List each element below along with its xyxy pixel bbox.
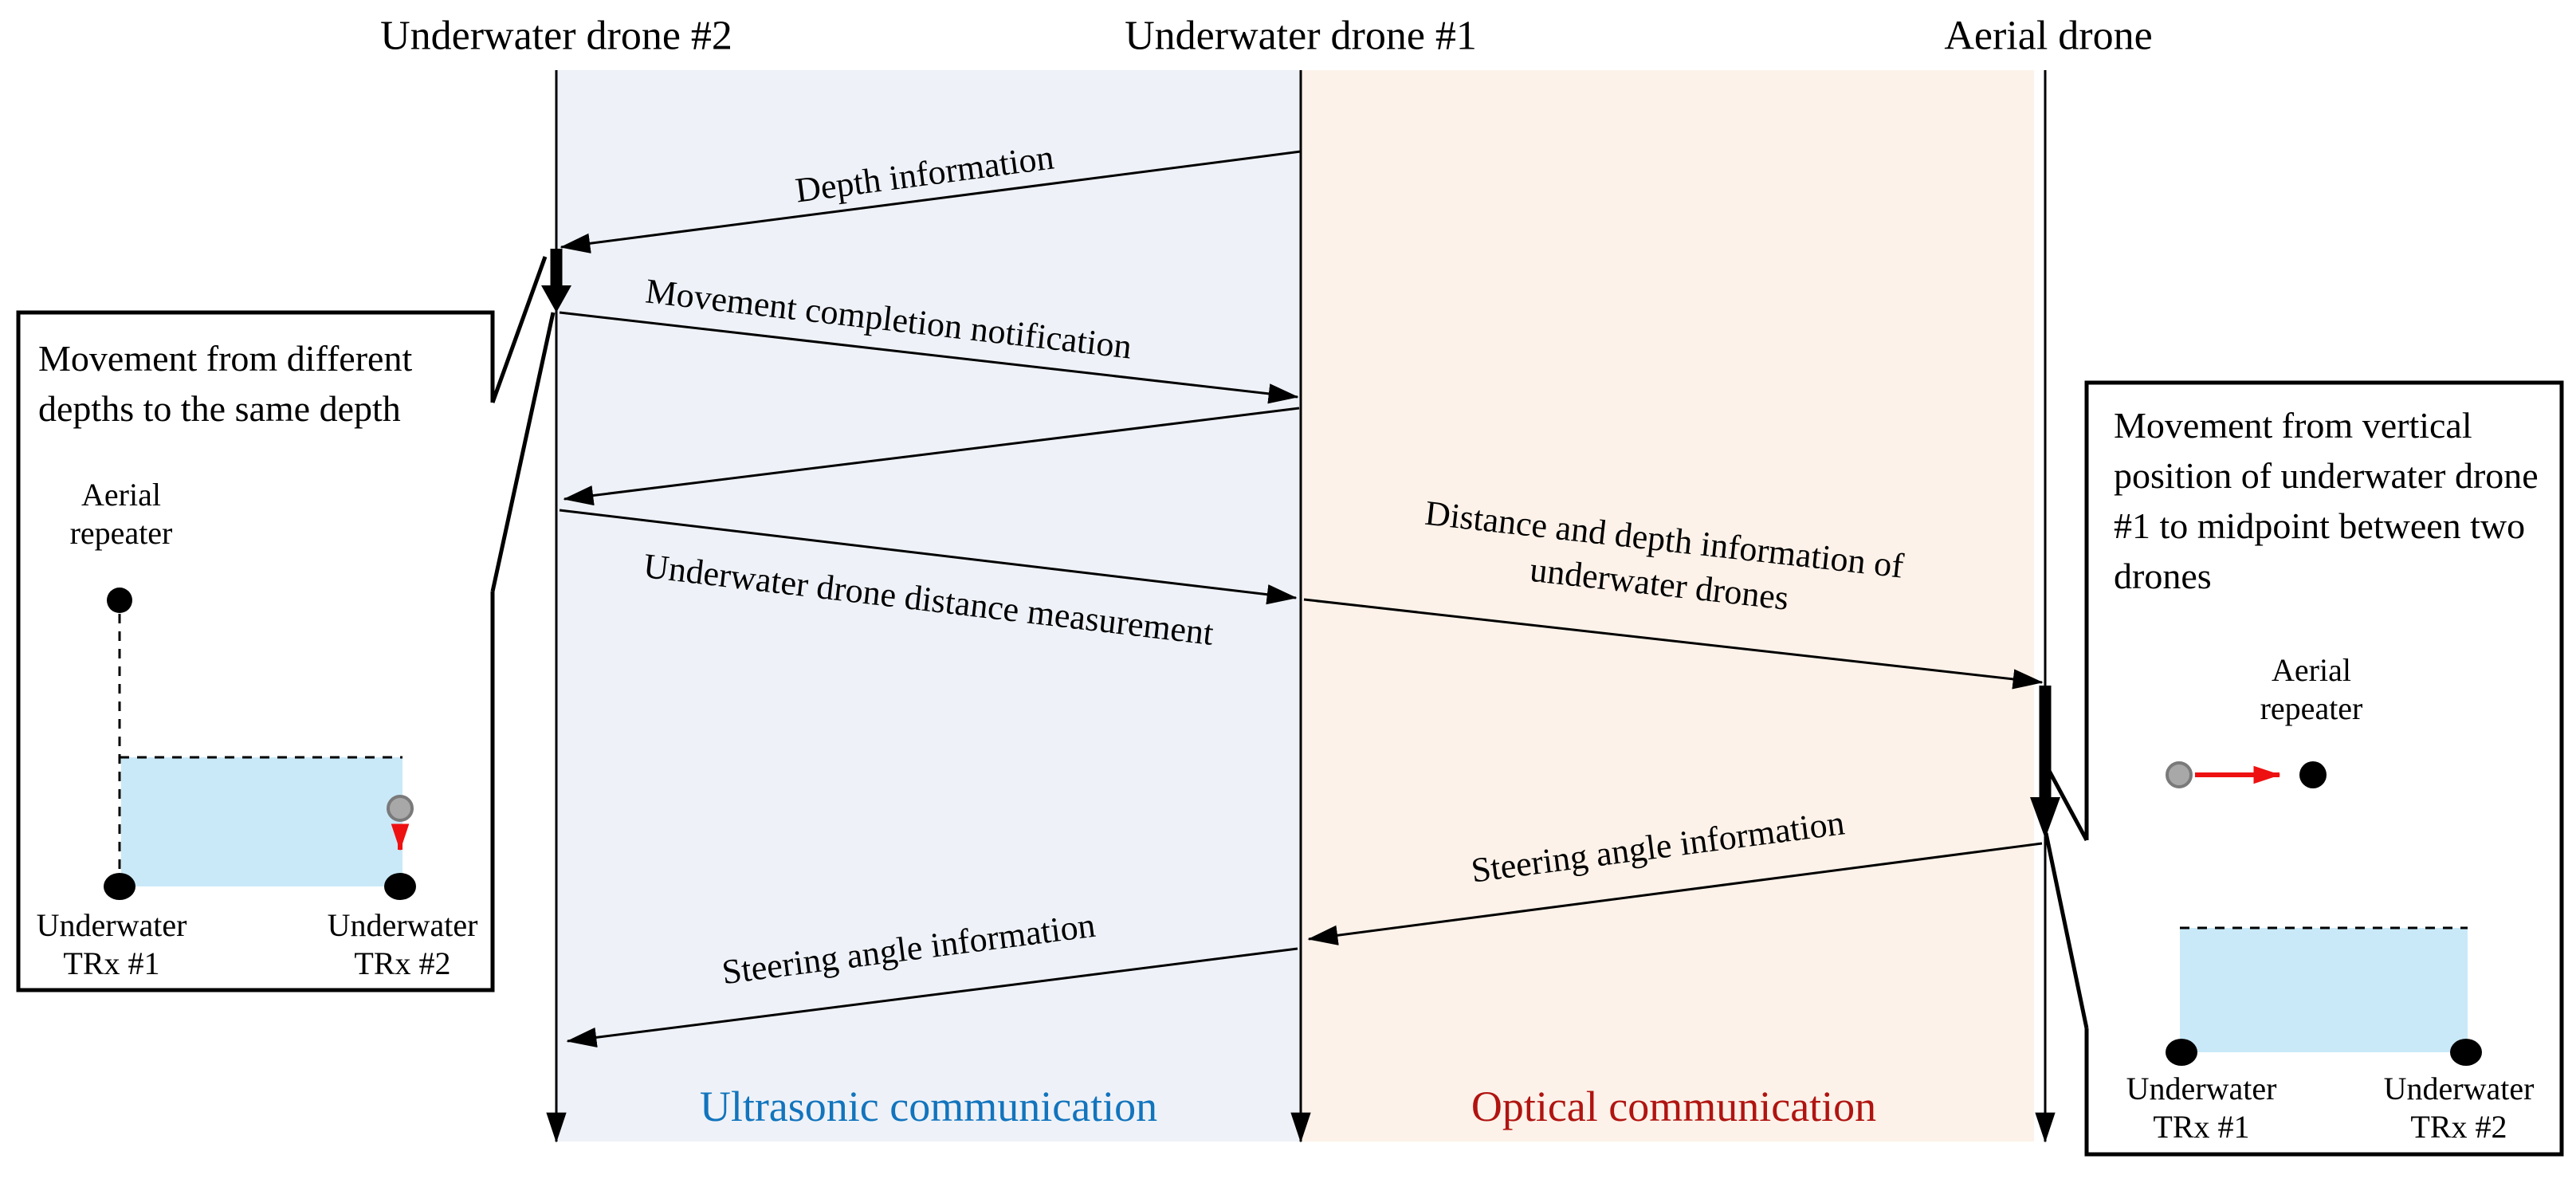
arrow-distance-request	[563, 407, 1300, 506]
right-callout-pointer-bottom	[2044, 832, 2089, 1029]
left-trx1-line2: TRx #1	[63, 945, 160, 981]
arrow-depth-information	[560, 150, 1302, 254]
left-trx1-line1: Underwater	[36, 907, 187, 943]
left-trx1-node	[104, 873, 135, 900]
left-callout-title: Movement from different depths to the sa…	[38, 338, 413, 429]
ultrasonic-communication-label: Ultrasonic communication	[699, 1083, 1158, 1130]
arrow-steering-angle-right	[1307, 842, 2043, 945]
right-callout-title: Movement from vertical position of under…	[2114, 405, 2539, 596]
right-trx2-node	[2450, 1039, 2482, 1066]
right-aerial-repeater-line1: Aerial	[2272, 652, 2351, 688]
left-trx2-label: Underwater TRx #2	[328, 906, 478, 983]
left-trx2-line2: TRx #2	[354, 945, 451, 981]
right-trx1-line1: Underwater	[2126, 1071, 2277, 1106]
right-callout-pointer-top	[2046, 768, 2089, 842]
left-trx2-node	[384, 873, 416, 900]
right-aerial-repeater-label: Aerial repeater	[2260, 651, 2363, 728]
right-trx1-node	[2166, 1039, 2197, 1066]
arrow-distance-measurement	[559, 509, 1298, 605]
right-drone1-old-position-node	[2166, 761, 2193, 788]
left-trx2-old-position-node	[387, 795, 414, 822]
activation-arrow-drone2	[541, 249, 571, 312]
right-trx1-label: Underwater TRx #1	[2126, 1070, 2277, 1146]
right-trx2-line2: TRx #2	[2410, 1109, 2507, 1145]
arrow-movement-completion	[559, 311, 1299, 404]
right-trx2-label: Underwater TRx #2	[2384, 1070, 2535, 1146]
left-aerial-repeater-node	[107, 588, 132, 613]
left-callout-pointer-top	[490, 256, 548, 403]
optical-region	[1301, 70, 2034, 1142]
arrow-steering-angle-left	[566, 947, 1298, 1047]
left-aerial-repeater-label: Aerial repeater	[70, 476, 173, 552]
left-callout-pointer-bottom	[490, 312, 556, 592]
left-aerial-repeater-line1: Aerial	[81, 477, 161, 513]
right-trx1-line2: TRx #1	[2153, 1109, 2250, 1145]
activation-arrow-aerial	[2030, 686, 2060, 839]
left-trx2-line1: Underwater	[327, 907, 478, 943]
right-trx2-line1: Underwater	[2383, 1071, 2535, 1106]
right-water-rect	[2180, 928, 2468, 1052]
lifeline-label-underwater-drone-1: Underwater drone #1	[1125, 13, 1477, 59]
left-trx1-label: Underwater TRx #1	[37, 906, 187, 983]
left-aerial-repeater-line2: repeater	[69, 515, 173, 551]
optical-communication-label: Optical communication	[1471, 1083, 1877, 1130]
left-water-rect	[121, 757, 402, 886]
lifeline-label-underwater-drone-2: Underwater drone #2	[380, 13, 732, 59]
arrow-distance-depth-info	[1303, 598, 2044, 690]
right-aerial-repeater-node	[2299, 761, 2327, 788]
lifeline-label-aerial-drone: Aerial drone	[1944, 13, 2153, 59]
right-aerial-repeater-line2: repeater	[2260, 690, 2363, 726]
